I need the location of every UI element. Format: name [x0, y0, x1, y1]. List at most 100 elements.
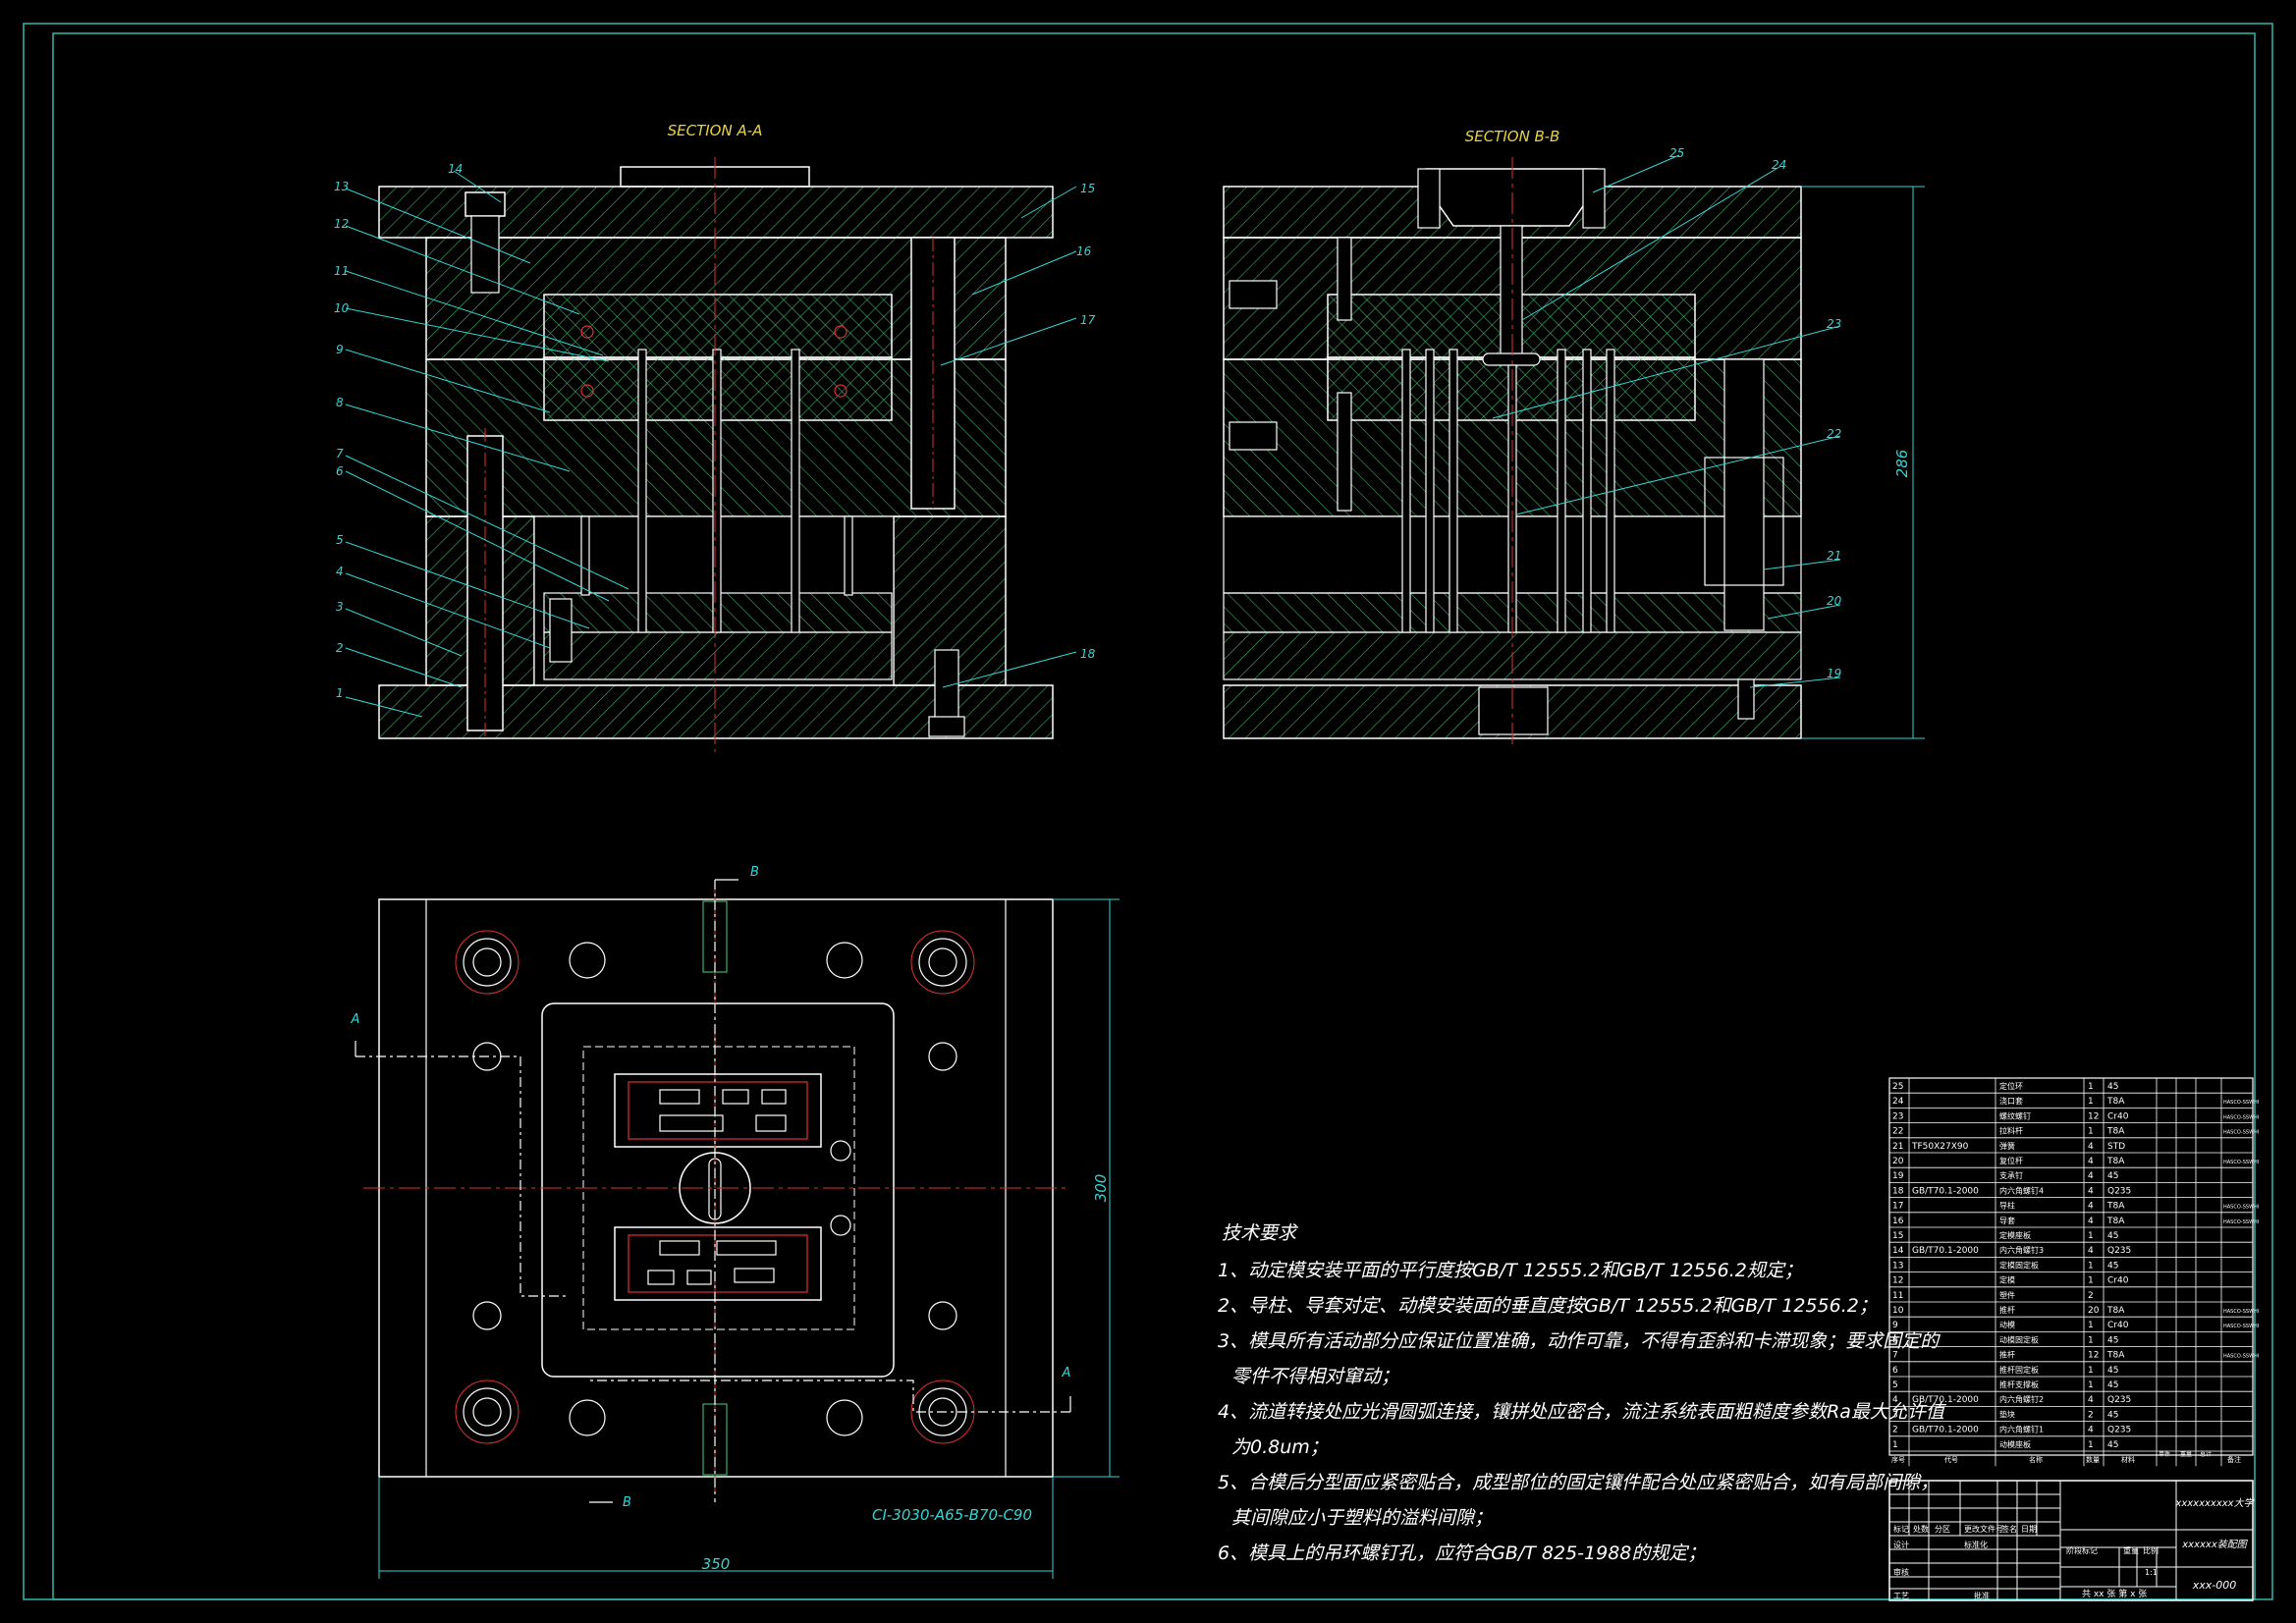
technical-requirements: 技术要求 1、动定模安装平面的平行度按GB/T 12555.2和GB/T 125… — [1218, 1222, 1947, 1564]
requirement-line: 1、动定模安装平面的平行度按GB/T 12555.2和GB/T 12556.2规… — [1218, 1260, 1803, 1281]
bom-note: HASCO-SSWHI — [2223, 1354, 2259, 1360]
bom-qty: 1 — [2088, 1321, 2094, 1330]
bom-name: 定模座板 — [1999, 1230, 2031, 1240]
balloon: 23 — [1827, 317, 1841, 331]
bom-material: T8A — [2106, 1202, 2125, 1212]
bom-name: 内六角螺钉1 — [1999, 1425, 2044, 1434]
bom-no: 12 — [1892, 1276, 1903, 1286]
balloon: 3 — [336, 600, 344, 614]
bom-header: 材料 — [2121, 1455, 2135, 1464]
bom-no: 6 — [1892, 1366, 1898, 1376]
bom-qty: 12 — [2088, 1111, 2099, 1121]
bom-material: 45 — [2107, 1082, 2118, 1092]
requirements-title: 技术要求 — [1222, 1222, 1299, 1244]
bom-qty: 4 — [2088, 1186, 2094, 1196]
bom-name: 内六角螺钉2 — [1999, 1394, 2044, 1404]
bom-name: 推杆 — [1999, 1350, 2015, 1360]
balloon: 5 — [336, 533, 344, 547]
balloon: 18 — [1080, 647, 1096, 661]
balloon: 16 — [1076, 244, 1092, 258]
bom-material: T8A — [2106, 1127, 2125, 1137]
requirement-line: 3、模具所有活动部分应保证位置准确，动作可靠，不得有歪斜和卡滞现象；要求固定的 — [1218, 1330, 1941, 1352]
tb-label: 更改文件号 — [1964, 1524, 2003, 1534]
bom-qty: 1 — [2088, 1127, 2094, 1137]
balloon: 10 — [334, 301, 350, 315]
bom-name: 内六角螺钉4 — [1999, 1185, 2044, 1195]
bom-name: 动模座板 — [1999, 1439, 2031, 1449]
bom-material: Q235 — [2107, 1186, 2131, 1196]
bom-material: Q235 — [2107, 1246, 2131, 1256]
balloon: 25 — [1669, 146, 1684, 160]
bom-material: Cr40 — [2107, 1111, 2129, 1121]
bom-note: HASCO-SSWHI — [2223, 1324, 2259, 1329]
cut-label-b-top: B — [750, 865, 759, 880]
bom-qty: 1 — [2088, 1082, 2094, 1092]
cut-label-b-bottom: B — [623, 1495, 631, 1510]
bom-material: 45 — [2107, 1440, 2118, 1450]
bom-qty: 1 — [2088, 1097, 2094, 1107]
bom-name: 支承钉 — [1999, 1170, 2023, 1180]
school-name: xxxxxxxxxx大学 — [2174, 1497, 2254, 1509]
balloon: 17 — [1080, 313, 1096, 327]
bom-code: GB/T70.1-2000 — [1912, 1186, 1979, 1196]
requirement-line: 2、导柱、导套对定、动模安装面的垂直度按GB/T 12555.2和GB/T 12… — [1218, 1295, 1878, 1317]
bom-header: 备注 — [2227, 1455, 2241, 1464]
plan-view: B B A A CI-3030-A65-B70-C90 300 350 — [351, 865, 1120, 1579]
tb-label: 工艺 — [1893, 1592, 1909, 1600]
bom-no: 25 — [1892, 1082, 1903, 1092]
bom-name: 推杆支撑板 — [1999, 1380, 2039, 1389]
balloon: 19 — [1827, 667, 1841, 680]
bom-no: 16 — [1892, 1217, 1904, 1226]
dim-width-plan: 350 — [702, 1555, 731, 1573]
bom-qty: 1 — [2088, 1440, 2094, 1450]
bom-name: 推杆 — [1999, 1305, 2015, 1315]
tb-label: 日期 — [2021, 1525, 2037, 1534]
tb-label: 审核 — [1893, 1567, 1909, 1577]
tb-label: 签名 — [2001, 1524, 2017, 1534]
cut-label-a-left: A — [351, 1012, 360, 1027]
tb-label: 阶段标记 — [2066, 1545, 2098, 1555]
tb-label: 处数 — [1913, 1524, 1929, 1534]
section-bb-view: SECTION B-B — [1223, 128, 1925, 746]
bom-material: T8A — [2106, 1351, 2125, 1361]
bom-qty: 4 — [2088, 1395, 2094, 1405]
bom-qty: 2 — [2088, 1410, 2094, 1420]
bom-code: GB/T70.1-2000 — [1912, 1395, 1979, 1405]
sheet-count: 共 xx 张 第 x 张 — [2082, 1588, 2147, 1599]
requirement-line: 其间隙应小于塑料的溢料间隙； — [1231, 1507, 1493, 1529]
bom-qty: 1 — [2088, 1261, 2094, 1271]
balloon: 12 — [334, 217, 349, 231]
bom-material: Q235 — [2107, 1395, 2131, 1405]
scale-value: 1:1 — [2145, 1568, 2158, 1577]
bom-qty: 1 — [2088, 1276, 2094, 1286]
bom-no: 15 — [1892, 1231, 1903, 1241]
tb-label: 批准 — [1974, 1591, 1990, 1600]
bom-no: 19 — [1892, 1171, 1904, 1181]
bom-no: 3 — [1892, 1410, 1898, 1420]
balloon: 4 — [336, 565, 344, 578]
bom-material: 45 — [2107, 1261, 2118, 1271]
bom-name: 动模 — [1999, 1320, 2015, 1329]
bom-no: 22 — [1892, 1127, 1903, 1137]
bom-name: 定模固定板 — [1999, 1260, 2039, 1270]
bom-name: 内六角螺钉3 — [1999, 1245, 2044, 1255]
bom-qty: 2 — [2088, 1291, 2094, 1301]
bom-material: 45 — [2107, 1410, 2118, 1420]
bom-no: 17 — [1892, 1202, 1903, 1212]
bom-material: 45 — [2107, 1366, 2118, 1376]
tb-label: 设计 — [1893, 1540, 1909, 1549]
balloon: 9 — [336, 343, 344, 356]
bom-name: 塑件 — [1999, 1290, 2015, 1300]
balloon: 11 — [334, 264, 349, 278]
dim-height-plan: 300 — [1092, 1174, 1110, 1203]
bom-name: 推杆固定板 — [1999, 1365, 2039, 1375]
bom-header: 单件 — [2159, 1450, 2170, 1458]
balloon: 24 — [1772, 158, 1786, 172]
outer-frame — [23, 23, 2273, 1600]
bom-qty: 4 — [2088, 1202, 2094, 1212]
balloon: 6 — [336, 464, 344, 478]
tb-label: 分区 — [1935, 1525, 1950, 1534]
balloon: 1 — [336, 686, 344, 700]
bom-name: 导柱 — [1999, 1201, 2015, 1211]
bom-name: 垫块 — [1999, 1409, 2015, 1419]
